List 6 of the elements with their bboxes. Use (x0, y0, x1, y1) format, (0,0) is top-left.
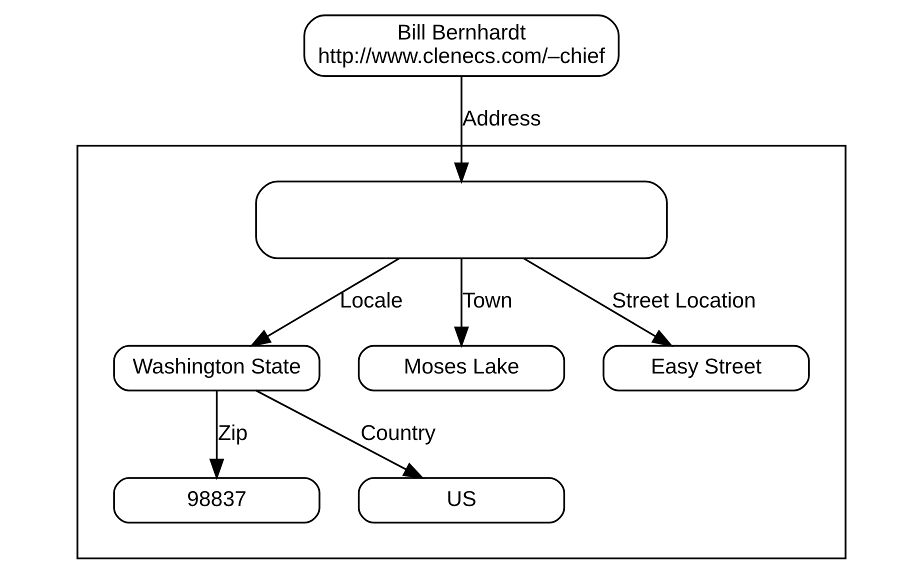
edge-label: Address (462, 106, 541, 130)
edge-label: Country (360, 420, 436, 445)
edge-label: Town (462, 288, 512, 313)
edge-label: Locale (340, 288, 403, 313)
edge-label: Street Location (612, 288, 756, 313)
edge-label: Zip (218, 420, 248, 445)
